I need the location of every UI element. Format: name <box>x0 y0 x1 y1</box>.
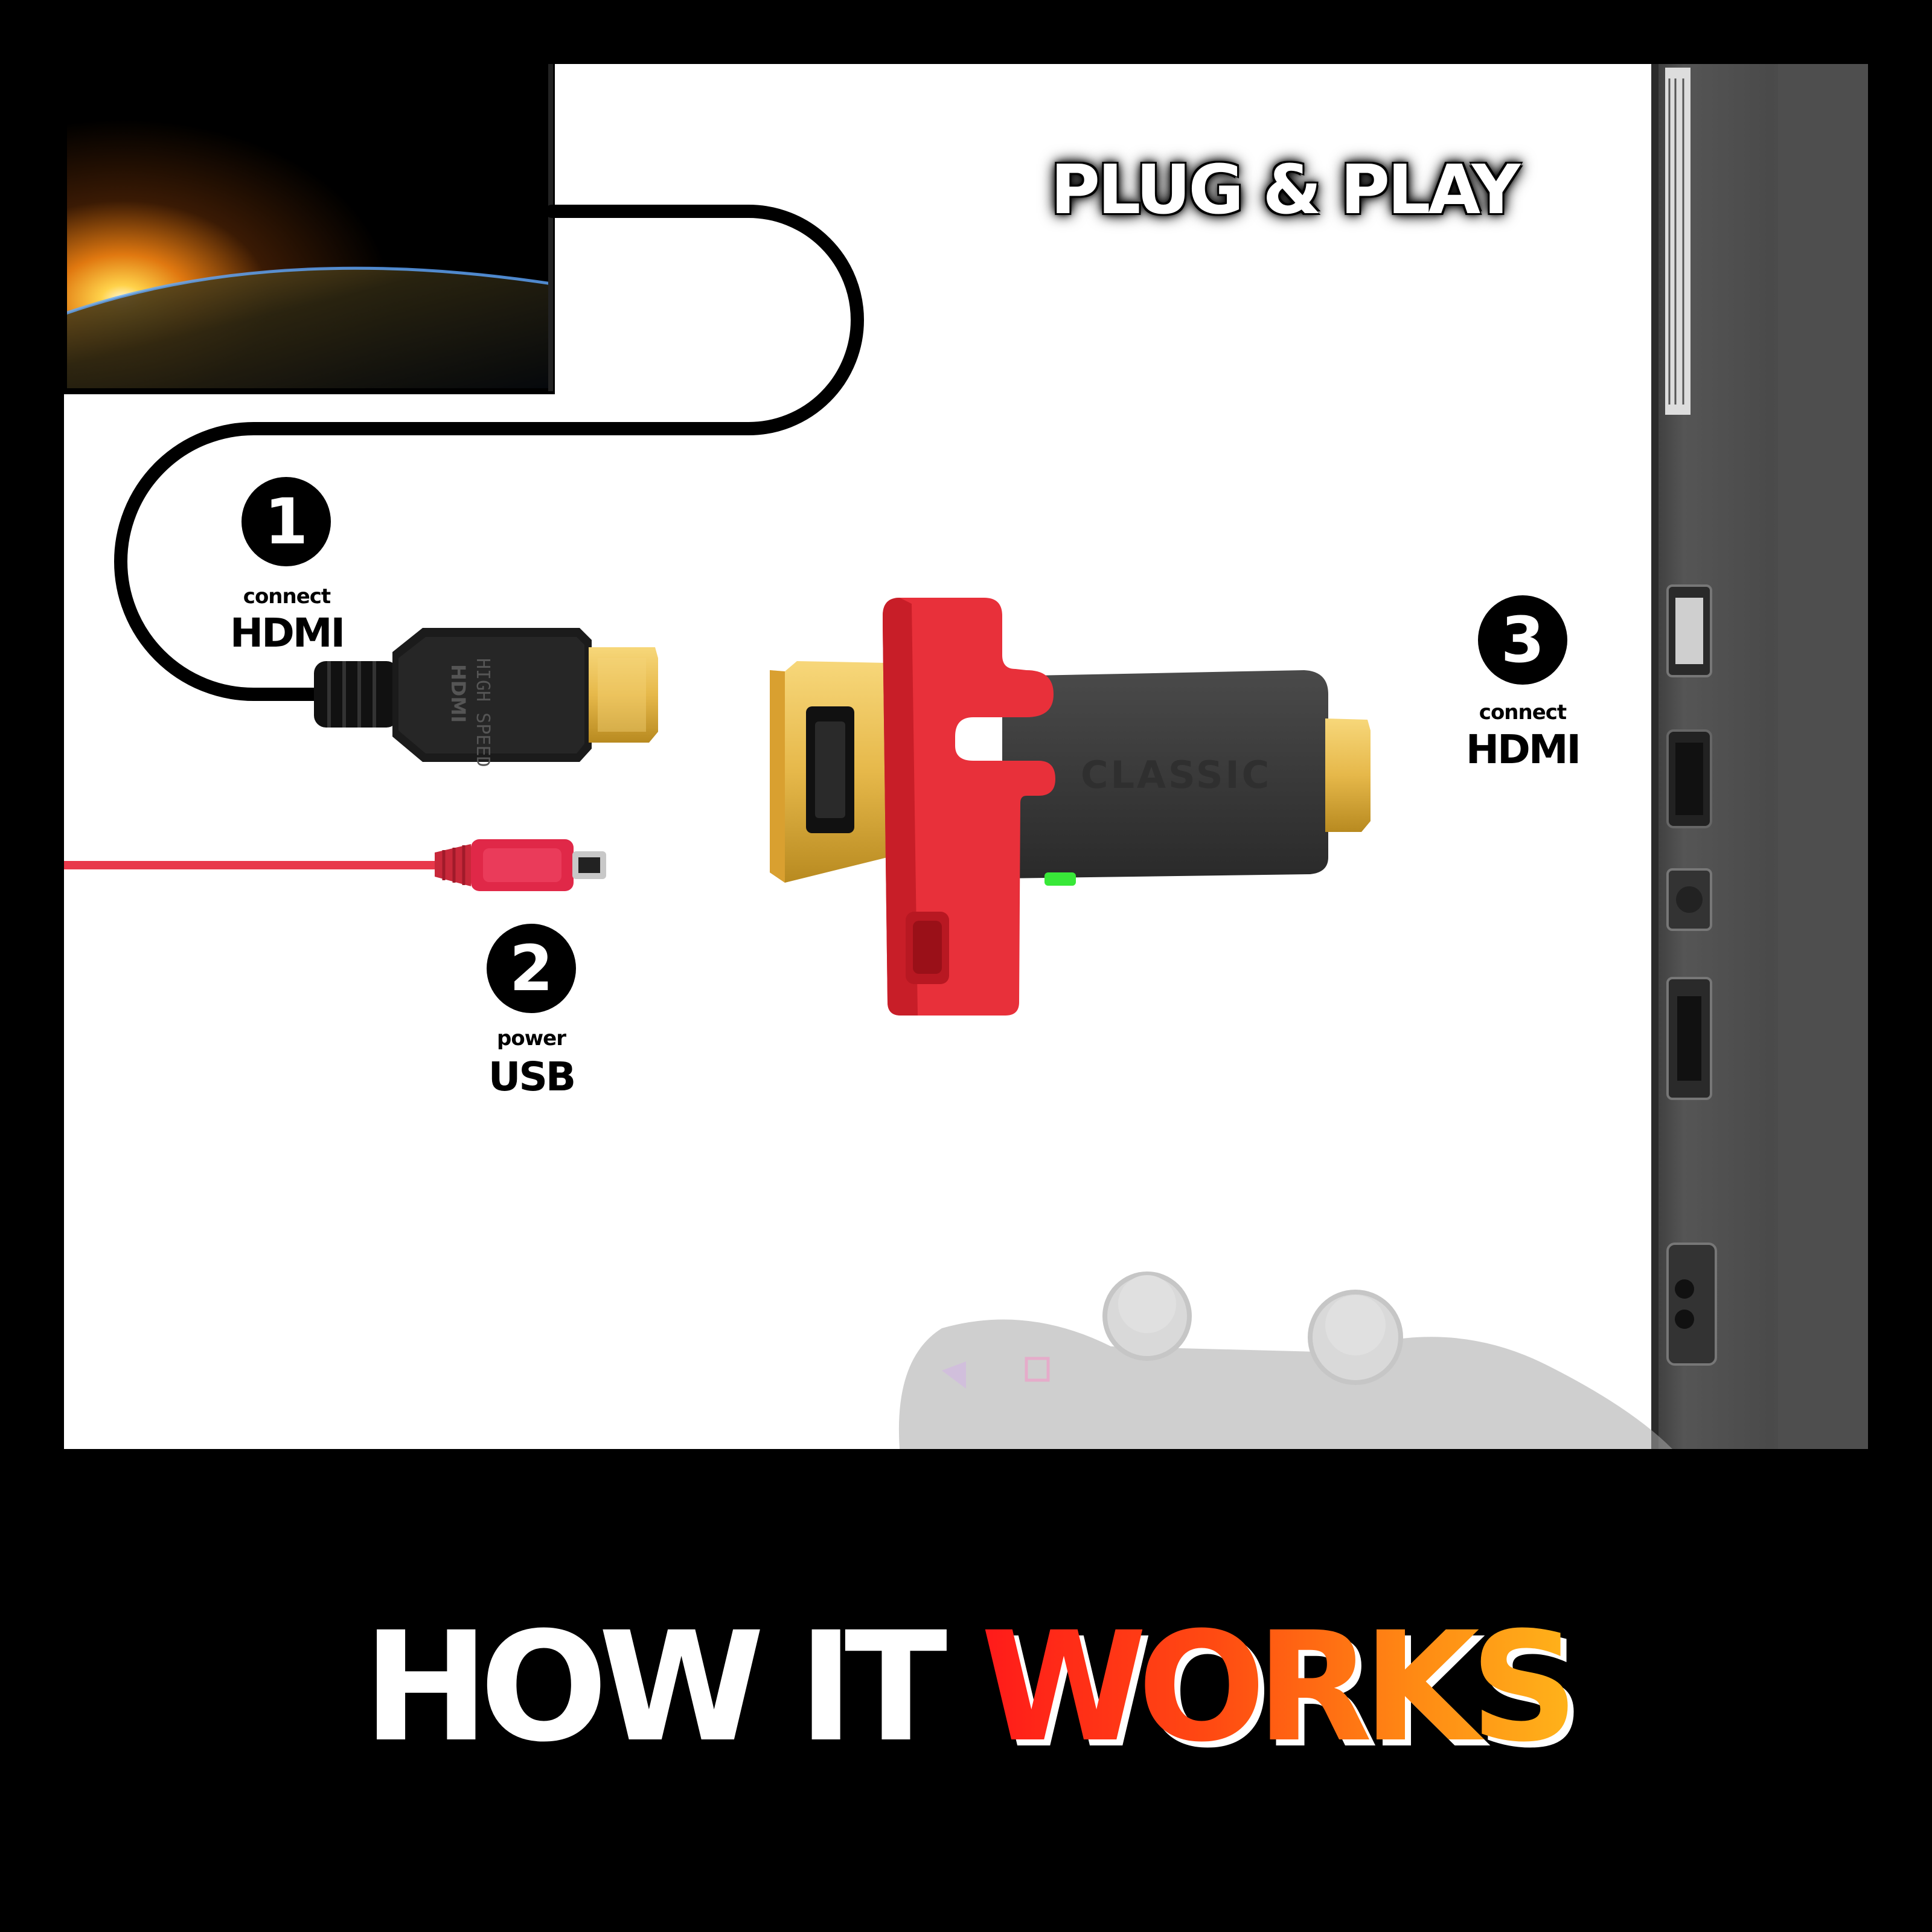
dongle-brand-text: CLASSIC <box>1081 753 1271 797</box>
game-controller <box>898 1271 1672 1449</box>
usb-cable <box>64 839 606 891</box>
how-it-works-title: HOW IT WORKS <box>0 1612 1932 1763</box>
plug-and-play-banner: PLUG & PLAY <box>1051 151 1521 229</box>
hdmi-plug: HIGH SPEED HDMI <box>314 628 658 767</box>
hdmi-plug-label-high-speed: HIGH SPEED <box>472 658 493 767</box>
step-1-action-label: connect <box>243 584 331 609</box>
step-3-port-label: HDMI <box>1465 726 1581 773</box>
step-1-number-badge: 1 <box>242 477 331 566</box>
step-2-port-label: USB <box>488 1054 576 1100</box>
step-2-action-label: power <box>497 1026 566 1051</box>
hdmi-cable <box>114 205 864 701</box>
hdmi-plug-label-hdmi: HDMI <box>447 664 470 723</box>
hdmi-adapter-dongle: CLASSIC <box>770 598 1371 1016</box>
tv-screen <box>61 61 555 394</box>
game-console <box>1651 64 1868 1449</box>
step-3-action-label: connect <box>1479 700 1567 724</box>
step-2-number-badge: 2 <box>487 924 576 1013</box>
step-3-number-badge: 3 <box>1478 595 1567 685</box>
title-part-how-it: HOW IT <box>363 1599 981 1775</box>
step-1-port-label: HDMI <box>229 610 345 656</box>
title-part-works: WORKS <box>980 1599 1579 1775</box>
